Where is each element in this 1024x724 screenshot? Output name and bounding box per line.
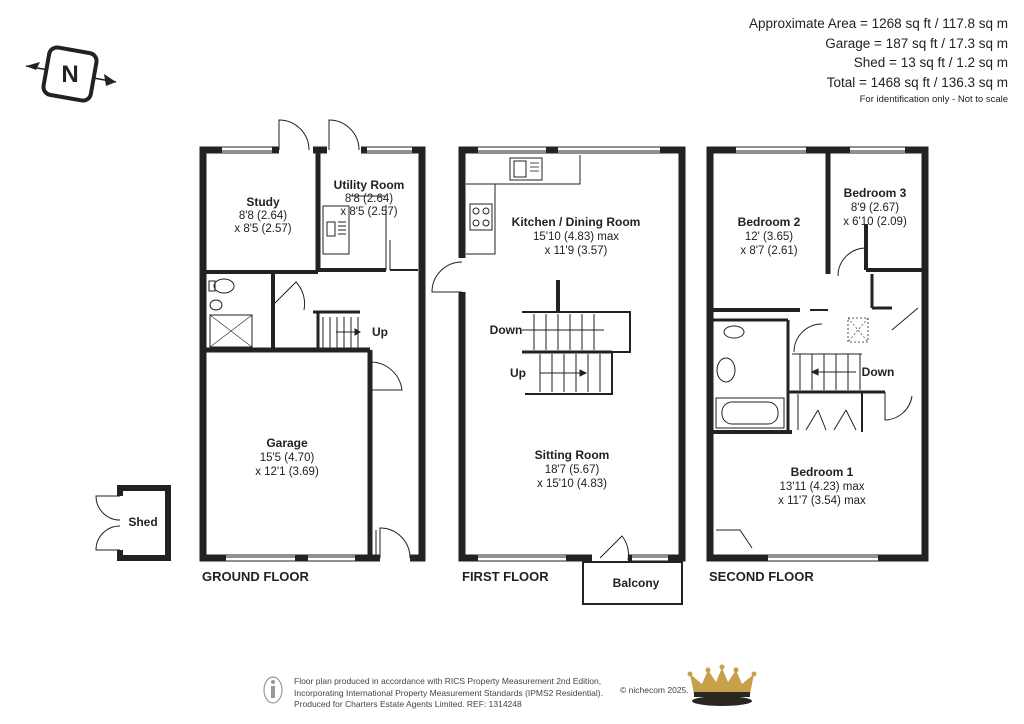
footer-notes: Floor plan produced in accordance with R… bbox=[294, 676, 603, 711]
garage-name: Garage bbox=[266, 436, 308, 450]
second-stairs-down: Down bbox=[862, 365, 895, 379]
utility-name: Utility Room bbox=[334, 178, 405, 192]
garage-dim2: x 12'1 (3.69) bbox=[255, 466, 319, 478]
crown-logo bbox=[687, 664, 757, 706]
utility-dim2: x 8'5 (2.57) bbox=[340, 206, 397, 218]
footer-line3: Produced for Charters Estate Agents Limi… bbox=[294, 699, 522, 709]
second-floor-label: SECOND FLOOR bbox=[709, 569, 814, 584]
compass-north-icon: N bbox=[25, 45, 117, 103]
bed2-name: Bedroom 2 bbox=[738, 215, 801, 229]
bed3-dim2: x 6'10 (2.09) bbox=[843, 216, 907, 228]
study-dim2: x 8'5 (2.57) bbox=[234, 223, 291, 235]
area-total: Total = 1468 sq ft / 136.3 sq m bbox=[826, 74, 1008, 90]
bed3-dim1: 8'9 (2.67) bbox=[851, 202, 899, 214]
ground-floor-plan bbox=[199, 119, 426, 562]
area-approx: Approximate Area = 1268 sq ft / 117.8 sq… bbox=[748, 16, 1008, 31]
ground-stairs-up: Up bbox=[372, 325, 388, 339]
footer-line1: Floor plan produced in accordance with R… bbox=[294, 676, 602, 686]
first-stairs-down: Down bbox=[490, 323, 523, 337]
sitting-dim1: 18'7 (5.67) bbox=[545, 464, 600, 476]
garage-dim1: 15'5 (4.70) bbox=[260, 452, 315, 464]
first-floor-label: FIRST FLOOR bbox=[462, 569, 549, 584]
study-name: Study bbox=[246, 195, 280, 209]
area-note: For identification only - Not to scale bbox=[859, 94, 1008, 105]
bed2-dim2: x 8'7 (2.61) bbox=[740, 245, 797, 257]
area-summary: Approximate Area = 1268 sq ft / 117.8 sq… bbox=[749, 14, 1008, 107]
footer-copyright: © nichecom 2025. bbox=[620, 685, 689, 695]
area-garage: Garage = 187 sq ft / 17.3 sq m bbox=[825, 35, 1008, 51]
shed-name: Shed bbox=[128, 515, 157, 529]
ground-floor-label: GROUND FLOOR bbox=[202, 569, 309, 584]
first-floor-plan bbox=[431, 146, 686, 605]
bed1-dim2: x 11'7 (3.54) max bbox=[778, 495, 866, 507]
area-shed: Shed = 13 sq ft / 1.2 sq m bbox=[853, 55, 1008, 70]
shed-plan bbox=[95, 485, 171, 561]
utility-dim1: 8'8 (2.64) bbox=[345, 193, 393, 205]
first-stairs-up: Up bbox=[510, 366, 526, 380]
bed1-name: Bedroom 1 bbox=[791, 465, 854, 479]
study-dim1: 8'8 (2.64) bbox=[239, 210, 287, 222]
footer-line2: Incorporating International Property Mea… bbox=[294, 687, 603, 698]
bed1-dim1: 13'11 (4.23) max bbox=[779, 481, 864, 493]
kitchen-dim1: 15'10 (4.83) max bbox=[533, 231, 619, 243]
bed3-name: Bedroom 3 bbox=[844, 186, 907, 200]
balcony-name: Balcony bbox=[613, 576, 660, 590]
person-icon bbox=[263, 676, 283, 704]
kitchen-name: Kitchen / Dining Room bbox=[512, 215, 641, 229]
bed2-dim1: 12' (3.65) bbox=[745, 231, 793, 243]
sitting-name: Sitting Room bbox=[535, 448, 610, 462]
kitchen-dim2: x 11'9 (3.57) bbox=[545, 245, 608, 257]
second-floor-plan bbox=[706, 146, 929, 562]
compass-letter: N bbox=[61, 61, 78, 88]
sitting-dim2: x 15'10 (4.83) bbox=[537, 478, 607, 490]
